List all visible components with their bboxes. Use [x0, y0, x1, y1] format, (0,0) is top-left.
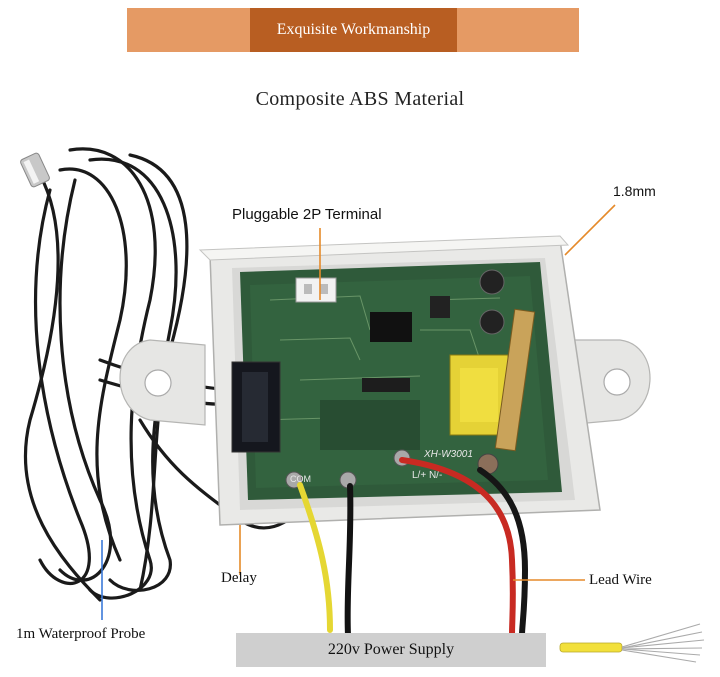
footer-power-supply: 220v Power Supply [236, 633, 546, 667]
banner-title: Exquisite Workmanship [250, 8, 457, 52]
pcb [231, 262, 562, 500]
leader-lines [101, 204, 616, 620]
label-waterproof-probe: 1m Waterproof Probe [16, 626, 146, 642]
board-model: XH-W3001 [423, 449, 473, 460]
board-pin-power: L/+ N/- [412, 470, 442, 481]
board-pin-com: COM [290, 474, 311, 484]
mounting-ears [119, 339, 651, 426]
label-pluggable-terminal: Pluggable 2P Terminal [232, 206, 382, 223]
subtitle: Composite ABS Material [255, 88, 465, 110]
label-delay: Delay [221, 570, 257, 586]
stripped-wire-sample [559, 623, 705, 663]
output-wires [297, 457, 529, 638]
label-thickness: 1.8mm [613, 183, 656, 199]
probe-tip [20, 152, 50, 188]
leader-thickness [564, 204, 616, 256]
label-lead-wire: Lead Wire [589, 572, 652, 588]
